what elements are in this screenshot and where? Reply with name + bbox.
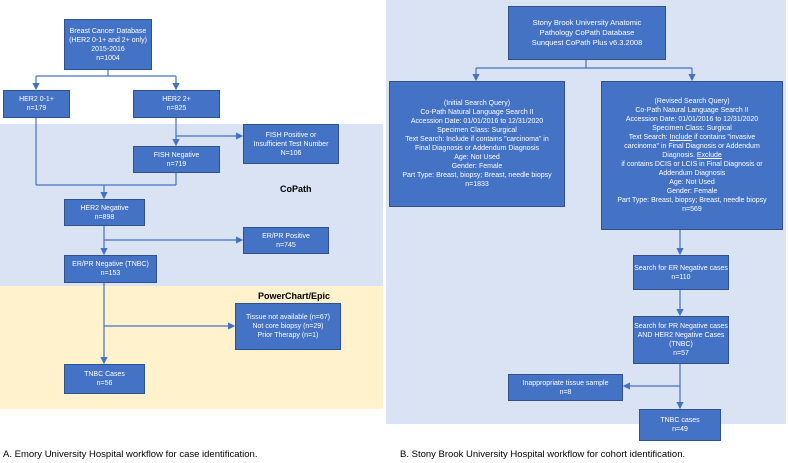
- box-a-her2-01: HER2 0-1+n=179: [3, 90, 70, 118]
- box-b-revised-query: (Revised Search Query)Co-Path Natural La…: [601, 81, 783, 230]
- box-a-erpr-negative: ER/PR Negative (TNBC)n=153: [64, 255, 157, 283]
- box-a-database: Breast Cancer Database(HER2 0-1+ and 2+ …: [64, 19, 152, 70]
- box-b-initial-query: (Initial Search Query)Co-Path Natural La…: [389, 81, 565, 207]
- copath-label: CoPath: [280, 184, 312, 194]
- caption-a: A. Emory University Hospital workflow fo…: [3, 449, 258, 460]
- box-a-excluded: Tissue not available (n=67)Not core biop…: [235, 303, 341, 350]
- box-a-her2-2: HER2 2+n=825: [133, 90, 220, 118]
- caption-b: B. Stony Brook University Hospital workf…: [400, 449, 686, 460]
- powerchart-label: PowerChart/Epic: [258, 291, 331, 301]
